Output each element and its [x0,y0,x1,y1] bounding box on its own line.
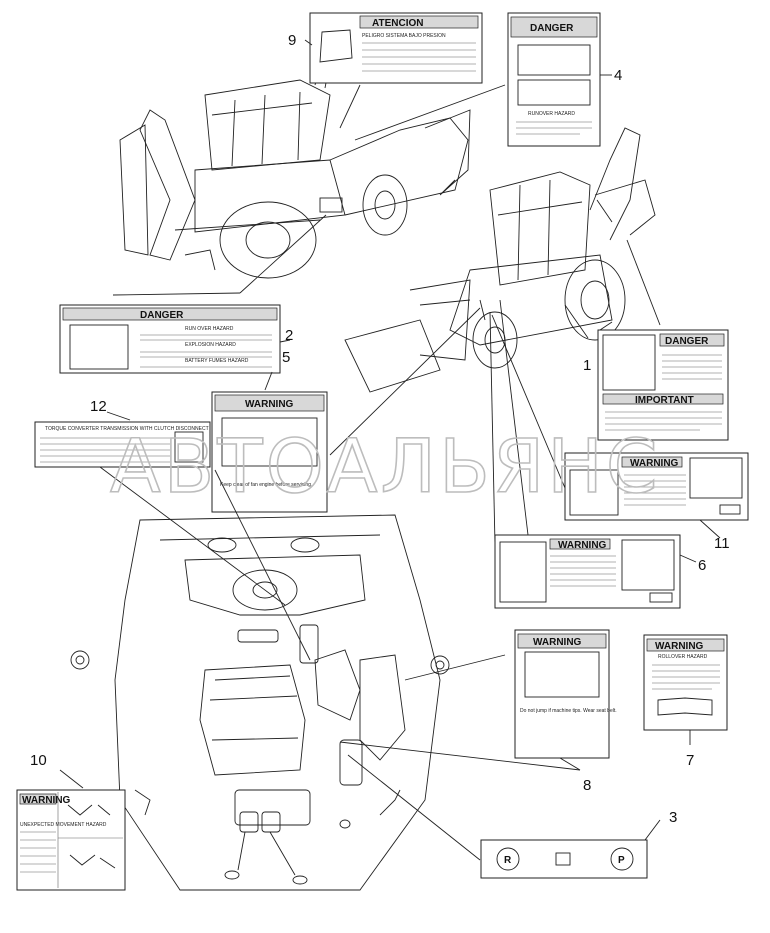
decal-1-danger: DANGER IMPORTANT [597,329,729,441]
decal-2-header: DANGER [140,310,184,321]
decal-4-danger: DANGER RUNOVER HAZARD [507,12,601,147]
decal-2-line-1: RUN OVER HAZARD [185,326,234,332]
callout-6: 6 [698,557,706,574]
decal-2-danger: DANGER RUN OVER HAZARD EXPLOSION HAZARD … [59,304,281,374]
decal-7-header: WARNING [655,641,704,652]
leader-lines [59,39,721,861]
decal-7-warning: WARNING ROLLOVER HAZARD [643,634,728,731]
callout-8: 8 [583,777,591,794]
decal-2-line-3: BATTERY FUMES HAZARD [185,358,249,364]
svg-text:R: R [504,855,512,866]
callout-11: 11 [714,535,730,552]
decal-9-header: ATENCION [372,18,423,29]
decal-8-footer: Do not jump if machine tips. Wear seat b… [520,708,617,714]
decal-9-atencion: ATENCION PELIGRO SISTEMA BAJO PRESION [309,12,483,84]
decal-4-footer: RUNOVER HAZARD [528,111,575,117]
callout-2: 2 [285,327,293,344]
cab-interior-plan [70,514,450,891]
decal-11-header: WARNING [630,458,679,469]
decal-4-header: DANGER [530,23,574,34]
decal-5-header: WARNING [245,399,294,410]
decal-1-mid: IMPORTANT [635,395,694,406]
callout-3: 3 [669,809,677,826]
callout-numbers: 9 4 2 5 1 12 11 6 7 8 10 3 [30,32,730,826]
callout-4: 4 [614,67,622,84]
decal-9-subtitle: PELIGRO SISTEMA BAJO PRESION [362,33,446,39]
watermark-text: АВТОАЛЬЯНС [110,424,661,510]
decal-10-warning: WARNING UNEXPECTED MOVEMENT HAZARD [16,789,126,891]
callout-12: 12 [90,398,107,415]
callout-7: 7 [686,752,694,769]
decal-10-header: WARNING [22,795,71,806]
decal-12-torque-converter: TORQUE CONVERTER TRANSMISSION WITH CLUTC… [34,421,211,468]
decal-10-subtitle: UNEXPECTED MOVEMENT HAZARD [20,822,107,828]
decal-6-warning: WARNING [494,534,681,609]
callout-9: 9 [288,32,296,49]
callout-1: 1 [583,357,591,374]
decal-6-header: WARNING [558,540,607,551]
decal-7-subtitle: ROLLOVER HAZARD [658,654,708,660]
decal-12-header: TORQUE CONVERTER TRANSMISSION WITH CLUTC… [45,426,209,432]
backhoe-rear-view [119,59,471,279]
decal-5-warning: WARNING Keep clear of fan engine before … [211,391,328,513]
decal-8-header: WARNING [533,637,582,648]
decal-2-line-2: EXPLOSION HAZARD [185,342,236,348]
decal-5-footer: Keep clear of fan engine before servicin… [220,482,312,488]
decal-3-pictograms: R P [480,839,648,879]
decal-8-warning: WARNING Do not jump if machine tips. Wea… [514,629,617,759]
svg-text:P: P [618,855,625,866]
decal-1-header: DANGER [665,336,709,347]
decal-11-warning: WARNING [564,452,749,521]
callout-5: 5 [282,349,290,366]
callout-10: 10 [30,752,47,769]
